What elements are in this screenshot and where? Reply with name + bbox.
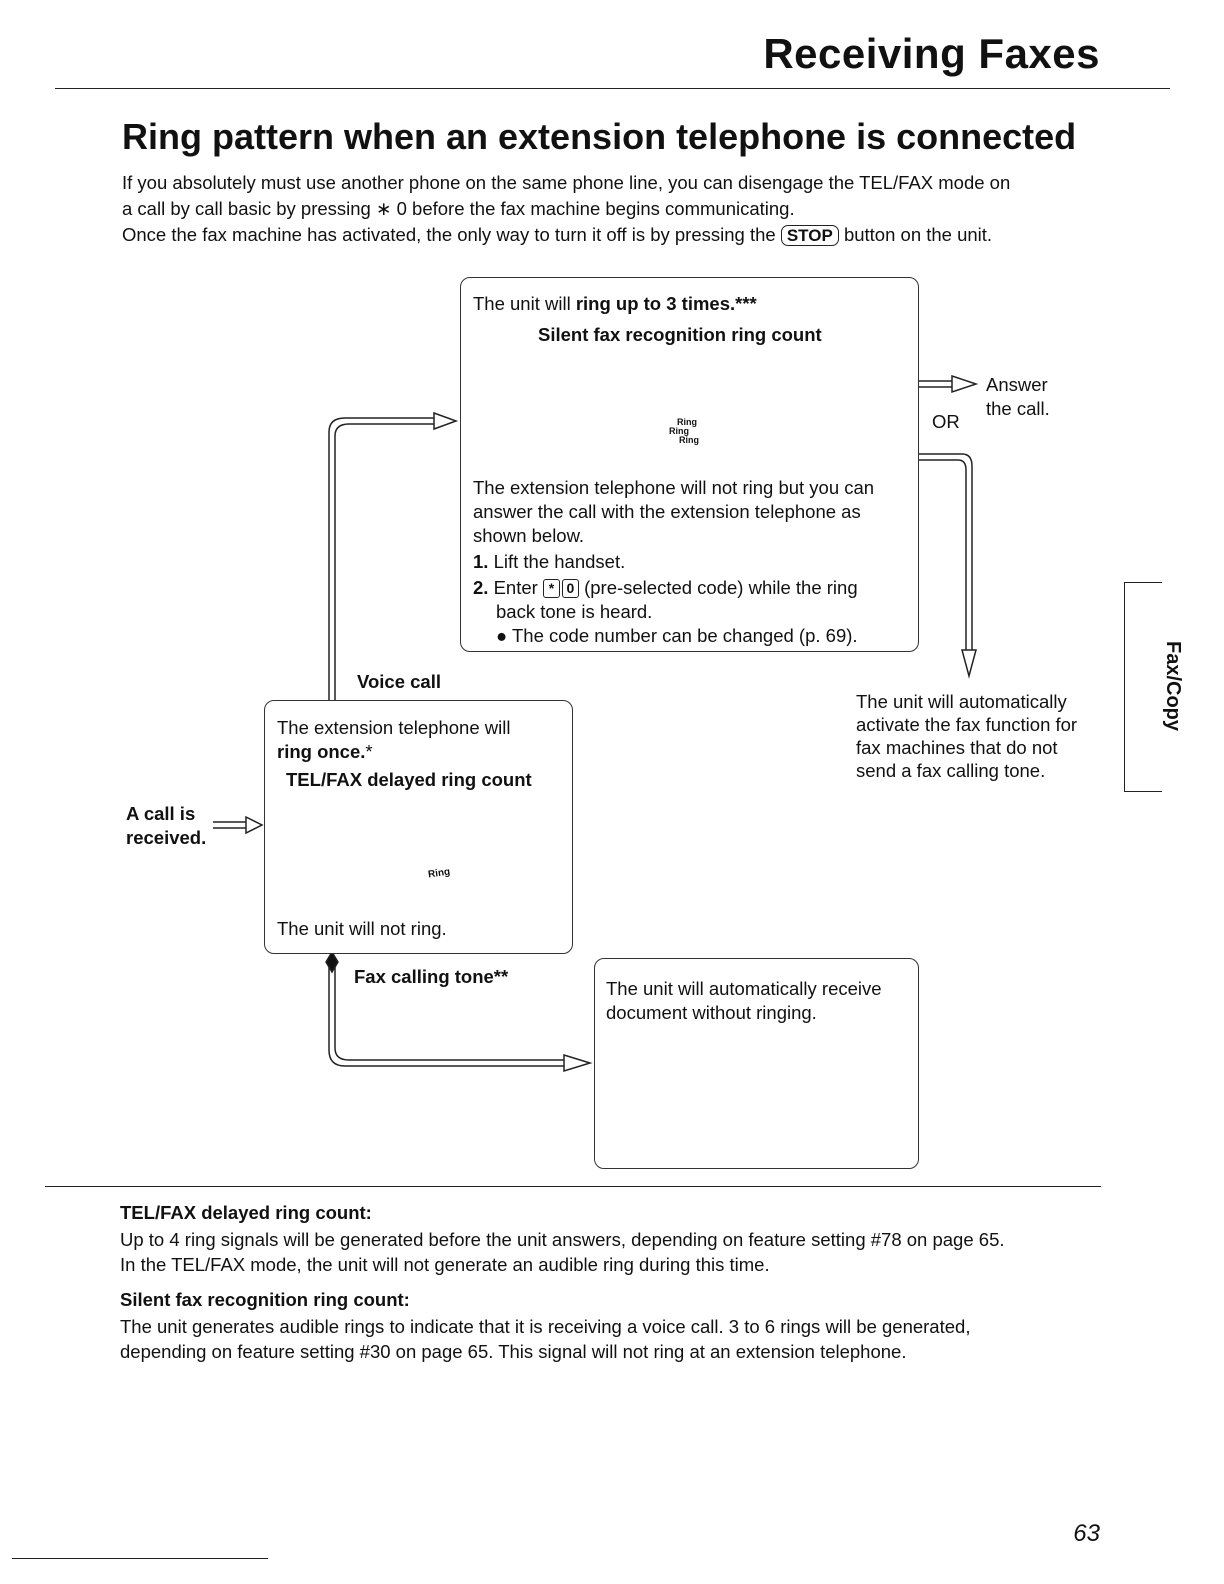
- intro-line-1: If you absolutely must use another phone…: [122, 172, 1011, 193]
- top-box-line-1: The unit will ring up to 3 times.***: [473, 292, 757, 316]
- start-label-line-1: A call is: [126, 803, 196, 824]
- fax-calling-tone-label: Fax calling tone**: [354, 966, 509, 987]
- intro-line-3-end: button on the unit.: [843, 224, 993, 245]
- notes-rule: [45, 1186, 1101, 1187]
- stop-key-icon: STOP: [780, 225, 839, 246]
- bottom-box-line-1: The unit will automatically receive: [606, 978, 882, 999]
- note-1-line-2: In the TEL/FAX mode, the unit will not g…: [120, 1254, 770, 1275]
- answer-line-1: Answer: [986, 374, 1048, 395]
- auto-fax-arrow: [918, 453, 977, 679]
- top-box-desc-1: The extension telephone will not ring bu…: [473, 477, 875, 498]
- bottom-box-line-2: document without ringing.: [606, 1002, 817, 1023]
- top-box-heading: Silent fax recognition ring count: [538, 324, 822, 345]
- diamond-marker: [325, 950, 339, 974]
- page-header-title: Receiving Faxes: [763, 30, 1100, 77]
- center-box-line-2: ring once.*: [277, 740, 567, 764]
- step-2-number: 2.: [473, 577, 489, 598]
- ring-label-2: Ring: [669, 426, 689, 436]
- note-1-heading: TEL/FAX delayed ring count:: [120, 1202, 372, 1223]
- page-number: 63: [1073, 1520, 1100, 1547]
- answer-arrow: [918, 374, 979, 394]
- note-2-line-2: depending on feature setting #30 on page…: [120, 1341, 907, 1362]
- footer-rule: [12, 1558, 268, 1559]
- auto-fax-line-3: fax machines that do not: [856, 737, 1058, 758]
- step-2-post: (pre-selected code) while the ring: [584, 577, 858, 598]
- note-2-heading: Silent fax recognition ring count:: [120, 1289, 410, 1310]
- auto-fax-line-2: activate the fax function for: [856, 714, 1078, 735]
- auto-fax-text: The unit will automatically activate the…: [856, 690, 1077, 782]
- top-box-desc-3: shown below.: [473, 525, 585, 546]
- top-box-description: The extension telephone will not ring bu…: [473, 476, 913, 648]
- bottom-box-text: The unit will automatically receive docu…: [606, 977, 882, 1025]
- auto-fax-line-1: The unit will automatically: [856, 691, 1067, 712]
- step-1-text: Lift the handset.: [493, 551, 626, 572]
- or-label: OR: [932, 411, 960, 432]
- step-2: 2. Enter *0 (pre-selected code) while th…: [473, 576, 913, 600]
- step-2-line-2: back tone is heard.: [496, 601, 653, 622]
- top-box-desc-2: answer the call with the extension telep…: [473, 501, 861, 522]
- auto-receive-box: [594, 958, 919, 1169]
- center-box-line-1: The extension telephone will: [277, 717, 511, 738]
- answer-line-2: the call.: [986, 398, 1050, 419]
- top-box-line-1-bold: ring up to 3 times.***: [575, 293, 757, 314]
- ring-once-text: ring once.: [277, 741, 366, 762]
- note-1-line-1: Up to 4 ring signals will be generated b…: [120, 1229, 1005, 1250]
- intro-line-2: a call by call basic by pressing ∗ 0 bef…: [122, 198, 795, 219]
- step-1: 1. Lift the handset.: [473, 550, 913, 574]
- header-rule: [55, 88, 1170, 89]
- center-box-heading: TEL/FAX delayed ring count: [286, 769, 532, 790]
- intro-paragraph: If you absolutely must use another phone…: [122, 170, 1102, 248]
- star-key-icon: *: [542, 579, 560, 598]
- side-tab-frame: [1124, 582, 1162, 792]
- voice-call-label: Voice call: [357, 671, 441, 692]
- step-2-pre: Enter: [493, 577, 538, 598]
- intro-line-3: Once the fax machine has activated, the …: [122, 222, 1102, 248]
- side-tab-label: Fax/Copy: [1162, 640, 1184, 732]
- note-2-body: The unit generates audible rings to indi…: [120, 1314, 1110, 1364]
- step-2-bullet: ● The code number can be changed (p. 69)…: [496, 625, 858, 646]
- silent-fax-recognition-box: [460, 277, 919, 652]
- start-label-line-2: received.: [126, 827, 207, 848]
- center-box-text: The extension telephone will ring once.*…: [277, 716, 567, 792]
- note-1-body: Up to 4 ring signals will be generated b…: [120, 1227, 1110, 1277]
- intro-line-3-text: Once the fax machine has activated, the …: [122, 224, 776, 245]
- start-label: A call is received.: [126, 802, 206, 850]
- fax-tone-arrow: [328, 962, 593, 1073]
- step-1-number: 1.: [473, 551, 489, 572]
- answer-label: Answer the call.: [986, 373, 1050, 421]
- ring-label-1: Ring: [677, 417, 697, 427]
- ring-label-3: Ring: [679, 435, 699, 445]
- zero-key-icon: 0: [561, 579, 579, 598]
- notes-section: TEL/FAX delayed ring count: Up to 4 ring…: [120, 1200, 1110, 1374]
- center-box-footer: The unit will not ring.: [277, 918, 447, 939]
- ring-labels-top: Ring Ring Ring: [669, 417, 699, 445]
- ring-once-mark: *: [365, 741, 373, 762]
- tel-fax-delayed-box: [264, 700, 573, 954]
- received-arrow: [213, 815, 264, 835]
- section-title: Ring pattern when an extension telephone…: [122, 116, 1077, 157]
- voice-call-arrow: [328, 411, 459, 700]
- note-2-line-1: The unit generates audible rings to indi…: [120, 1316, 971, 1337]
- top-box-line-1-pre: The unit will: [473, 293, 571, 314]
- auto-fax-line-4: send a fax calling tone.: [856, 760, 1046, 781]
